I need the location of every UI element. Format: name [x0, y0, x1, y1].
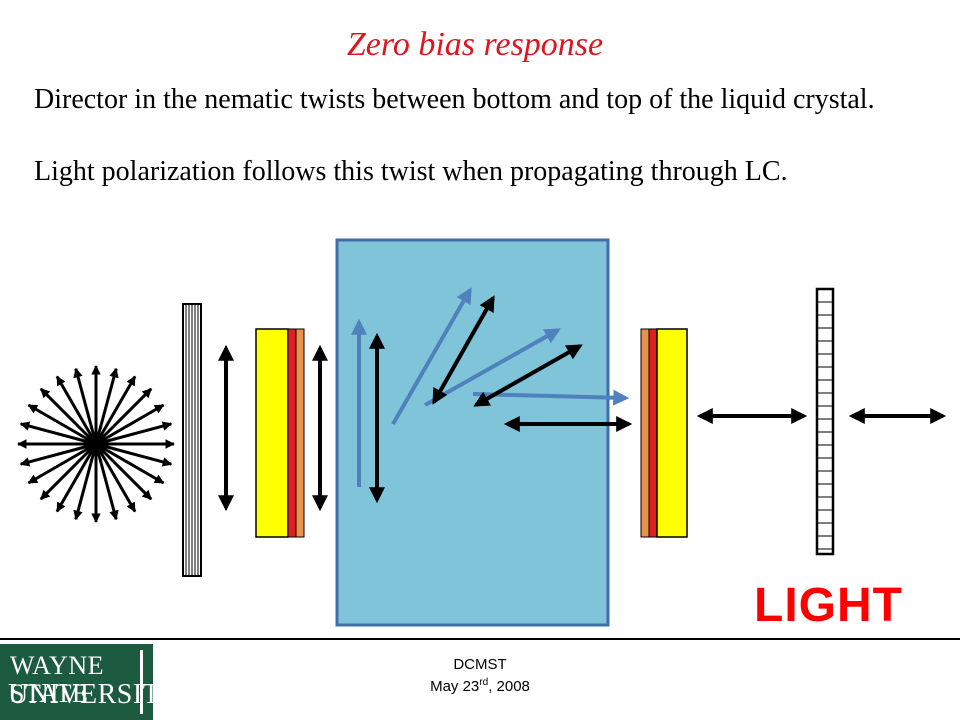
starburst-ray	[95, 442, 173, 467]
starburst-ray	[95, 442, 165, 485]
footer-caption: DCMST May 23rd, 2008	[380, 654, 580, 698]
starburst-ray	[39, 442, 98, 501]
starburst-ray	[95, 403, 165, 446]
footer-event: DCMST	[453, 656, 507, 673]
starburst-ray	[94, 387, 153, 446]
starburst-ray	[19, 421, 97, 446]
paragraph-polarization: Light polarization follows this twist wh…	[34, 156, 788, 187]
polarization-arrow-lc-3	[473, 344, 583, 407]
starburst-ray	[94, 375, 137, 445]
logo-bar	[140, 650, 143, 714]
starburst-ray	[55, 375, 98, 445]
light-label: LIGHT	[754, 579, 903, 632]
starburst-ray	[27, 403, 97, 446]
starburst-arrows-icon	[17, 365, 175, 523]
starburst-ray	[95, 421, 173, 446]
slide-body: Director in the nematic twists between b…	[34, 82, 934, 190]
starburst-ray	[39, 387, 98, 446]
right-electrode-layer	[640, 328, 688, 538]
paragraph-director-twist: Director in the nematic twists between b…	[34, 84, 875, 115]
logo-line-2: UNIVERSITY	[8, 679, 181, 710]
logo-line-1: WAYNE STATE	[10, 651, 104, 708]
striped-polarizer-icon	[182, 303, 202, 577]
starburst-ray	[19, 442, 97, 467]
starburst-ray	[94, 442, 153, 501]
left-electrode-layer	[255, 328, 305, 538]
starburst-ray	[94, 443, 119, 521]
starburst-ray	[73, 367, 98, 445]
starburst-ray	[94, 443, 137, 513]
footer-date: May 23rd, 2008	[430, 677, 530, 696]
starburst-ray	[55, 443, 98, 513]
slide-title: Zero bias response	[346, 26, 604, 63]
footer-divider	[0, 638, 960, 640]
starburst-ray	[94, 367, 119, 445]
wayne-state-logo: WAYNE STATE UNIVERSITY	[0, 644, 181, 720]
polarization-arrow-lc-2	[432, 295, 495, 405]
starburst-ray	[73, 443, 98, 521]
starburst-ray	[27, 442, 97, 485]
ladder-analyzer-icon	[815, 287, 835, 556]
